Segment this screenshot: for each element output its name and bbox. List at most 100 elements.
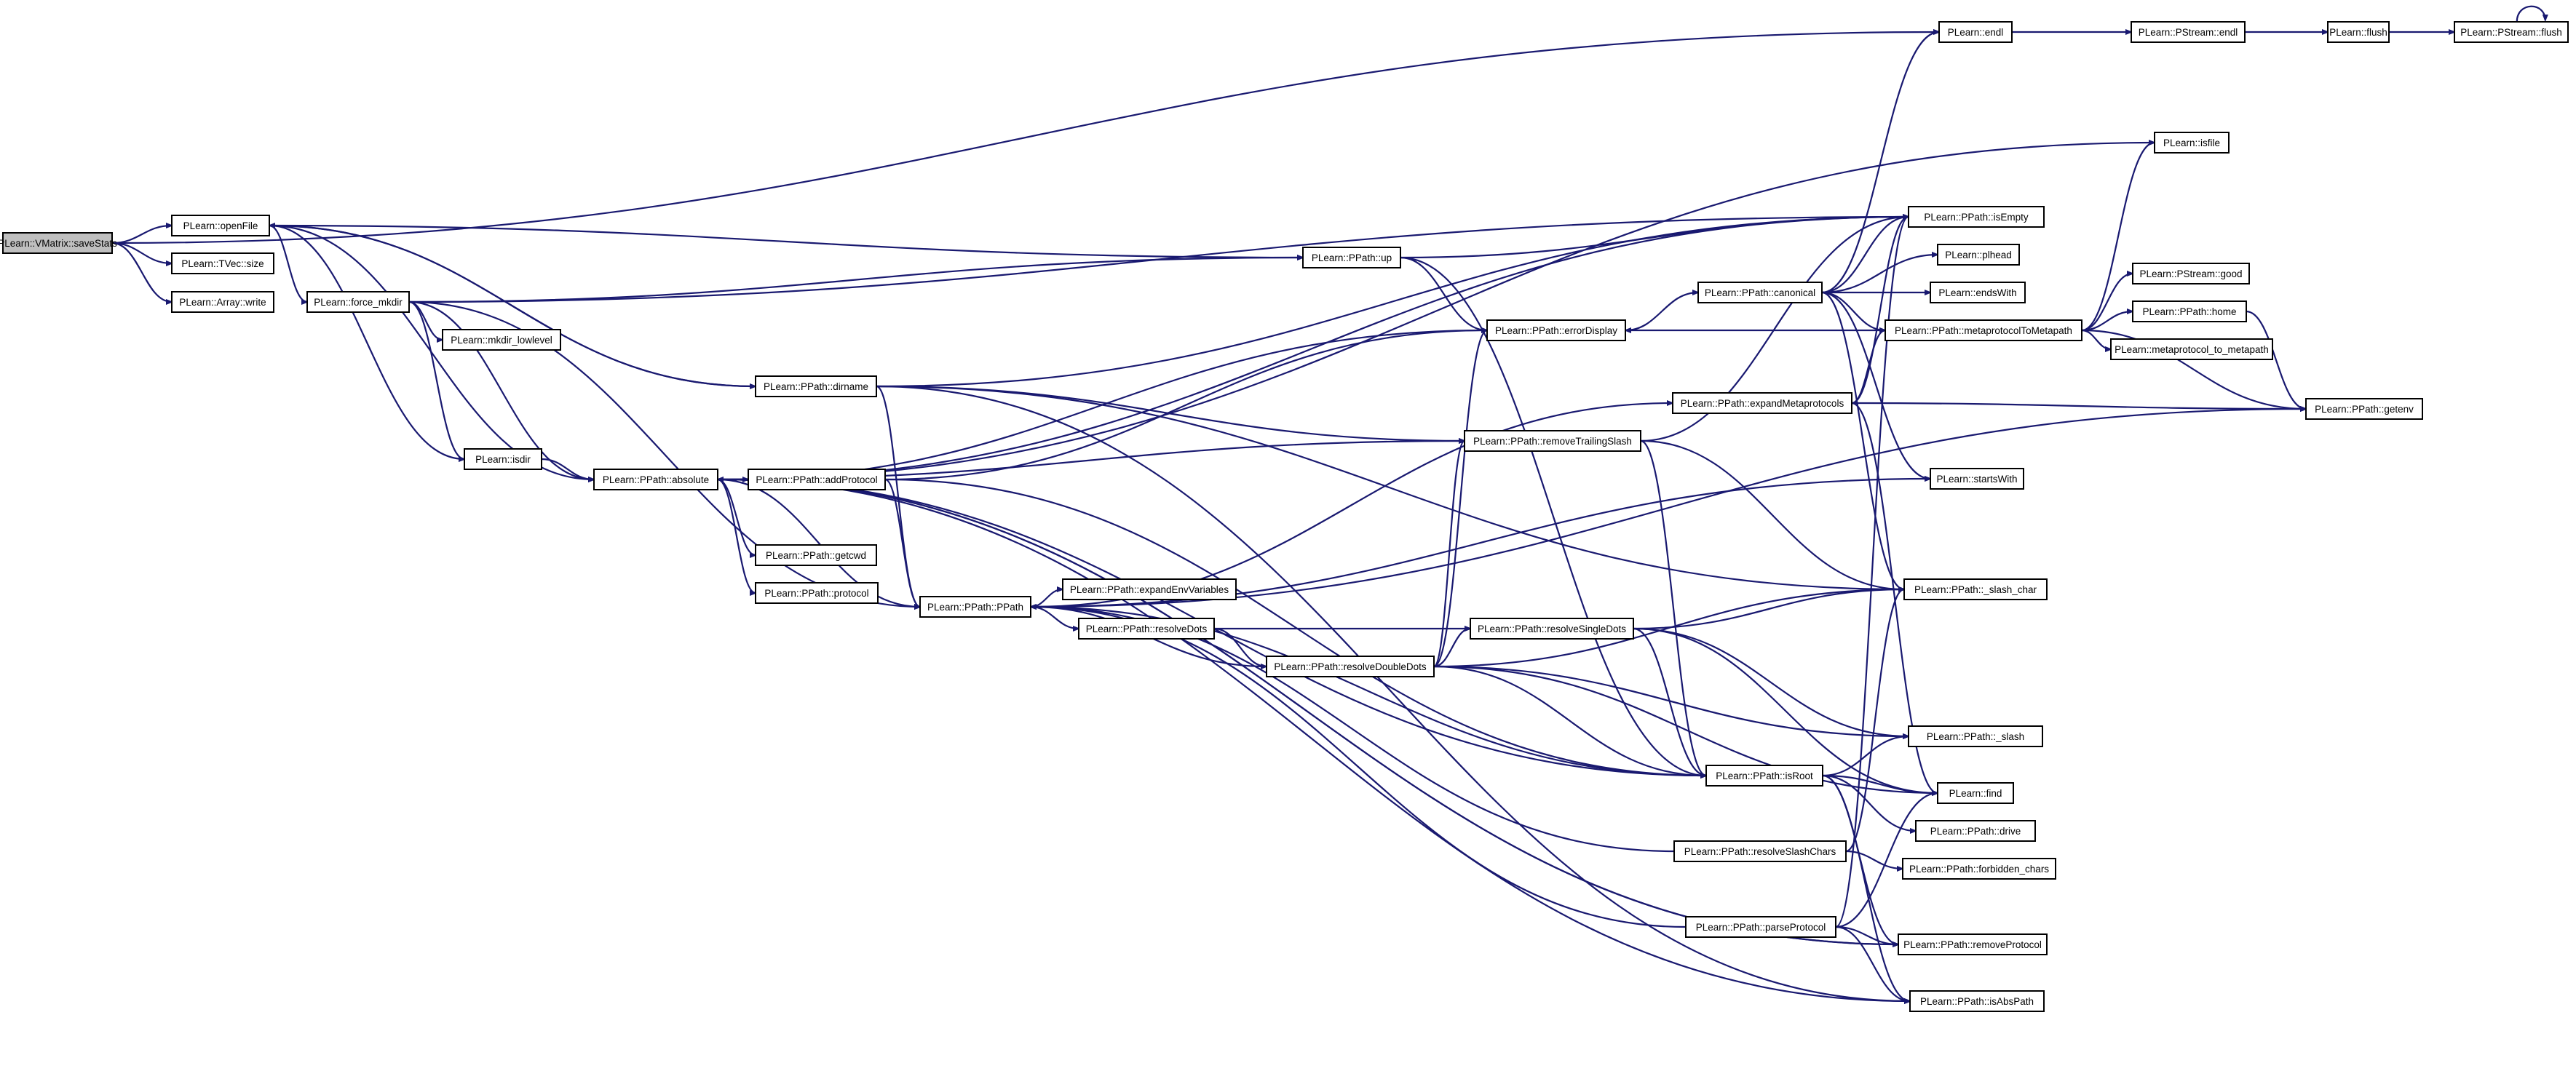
node-pstreamFlush[interactable]: PLearn::PStream::flush [2454,21,2569,43]
node-mkdirLowlevel[interactable]: PLearn::mkdir_lowlevel [442,329,561,351]
node-forceMkdir[interactable]: PLearn::force_mkdir [306,291,410,313]
node-ppath[interactable]: PLearn::PPath::PPath [919,596,1031,618]
node-box [1885,319,2082,341]
node-label: PLearn::PPath::expandMetaprotocols [1681,398,1844,409]
edge-resolveDoubleDots-to-resolveSingleDots [1433,629,1470,668]
node-openFile[interactable]: PLearn::openFile [171,215,270,236]
node-resolveSingleDots[interactable]: PLearn::PPath::resolveSingleDots [1470,618,1634,640]
edge-canonical-to-slashChar [1821,291,1904,589]
node-canonical[interactable]: PLearn::PPath::canonical [1697,282,1823,303]
edge-canonical-to-endl [1821,32,1939,294]
node-box [755,544,877,566]
node-box [2327,21,2390,43]
node-resolveDoubleDots[interactable]: PLearn::PPath::resolveDoubleDots [1266,656,1435,677]
node-drive[interactable]: PLearn::PPath::drive [1915,820,2036,842]
node-label: PLearn::PPath::home [2142,306,2236,317]
node-box [171,252,274,274]
edge-parseProtocol-to-isAbsPath [1835,925,1910,1001]
edge-resolveDoubleDots-to-slash [1433,665,1909,736]
edge-parseProtocol-to-find [1835,793,1938,928]
node-errorDisplay[interactable]: PLearn::PPath::errorDisplay [1486,319,1626,341]
node-removeProtocol[interactable]: PLearn::PPath::removeProtocol [1898,933,2048,955]
node-box [1903,578,2048,600]
node-dirname[interactable]: PLearn::PPath::dirname [755,375,877,397]
node-box [2305,398,2423,420]
node-endsWith[interactable]: PLearn::endsWith [1930,282,2026,303]
edge-removeTrailingSlash-to-isRoot [1640,439,1706,776]
edge-up-to-isEmpty [1400,217,1909,259]
edge-dirname-to-slashChar [876,385,1904,589]
edge-home-to-getenv [2246,310,2306,409]
node-expandMetaprotocols[interactable]: PLearn::PPath::expandMetaprotocols [1672,392,1852,414]
node-box [464,448,542,470]
node-addProtocol[interactable]: PLearn::PPath::addProtocol [748,469,886,490]
node-isAbsPath[interactable]: PLearn::PPath::isAbsPath [1909,990,2045,1012]
node-box [1930,468,2024,490]
node-find[interactable]: PLearn::find [1937,782,2014,804]
node-label: PLearn::PPath::PPath [927,602,1023,613]
node-pstreamEndl[interactable]: PLearn::PStream::endl [2131,21,2246,43]
node-label: PLearn::PPath::isAbsPath [1920,996,2034,1007]
node-forbiddenChars[interactable]: PLearn::PPath::forbidden_chars [1902,858,2056,880]
node-protocol[interactable]: PLearn::PPath::protocol [755,582,879,604]
node-box [755,375,877,397]
edge-addProtocol-to-ppath [884,478,920,607]
node-box [1908,725,2043,747]
node-slashChar[interactable]: PLearn::PPath::_slash_char [1903,578,2048,600]
node-absolute[interactable]: PLearn::PPath::absolute [593,469,718,490]
node-isdir[interactable]: PLearn::isdir [464,448,542,470]
node-box [1705,765,1823,787]
node-isfile[interactable]: PLearn::isfile [2154,132,2230,154]
edge-isdir-to-absolute [541,458,594,479]
node-metaprotocolToMetapath[interactable]: PLearn::PPath::metaprotocolToMetapath [1885,319,2082,341]
edge-errorDisplay-to-canonical [1625,292,1698,332]
node-label: PLearn::PPath::getenv [2315,404,2414,415]
node-box [1937,244,2020,266]
node-isRoot[interactable]: PLearn::PPath::isRoot [1705,765,1823,787]
node-getcwd[interactable]: PLearn::PPath::getcwd [755,544,877,566]
node-parseProtocol[interactable]: PLearn::PPath::parseProtocol [1685,916,1836,938]
node-isEmpty[interactable]: PLearn::PPath::isEmpty [1908,206,2045,228]
node-box [1685,916,1836,938]
edge-canonical-to-startsWith [1821,291,1930,479]
node-arrayWrite[interactable]: PLearn::Array::write [171,291,274,313]
node-box [442,329,561,351]
node-box [1266,656,1435,677]
node-box [2,232,113,254]
node-label: PLearn::PPath::errorDisplay [1495,325,1617,336]
node-removeTrailingSlash[interactable]: PLearn::PPath::removeTrailingSlash [1464,430,1641,452]
node-box [1930,282,2026,303]
node-slash[interactable]: PLearn::PPath::_slash [1908,725,2043,747]
edge-up-to-isRoot [1400,256,1706,776]
node-home[interactable]: PLearn::PPath::home [2132,300,2247,322]
edge-metaprotocolToMetapath-to-getenv [2081,329,2306,409]
edge-absolute-to-protocol [717,478,756,593]
edge-absolute-to-getcwd [717,478,756,555]
node-endl[interactable]: PLearn::endl [1938,21,2013,43]
node-up[interactable]: PLearn::PPath::up [1302,247,1401,268]
node-saveStats[interactable]: PLearn::VMatrix::saveStats [0,232,117,254]
node-getenv[interactable]: PLearn::PPath::getenv [2305,398,2423,420]
node-box [1908,206,2045,228]
node-resolveDots[interactable]: PLearn::PPath::resolveDots [1078,618,1215,640]
node-label: PLearn::isdir [475,454,531,465]
node-startsWith[interactable]: PLearn::startsWith [1930,468,2024,490]
node-pstreamGood[interactable]: PLearn::PStream::good [2132,263,2250,284]
node-box [1915,820,2036,842]
node-metaprotocolToMetapathLower[interactable]: PLearn::metaprotocol_to_metapath [2110,338,2273,360]
edge-parseProtocol-to-ppath [1031,607,1687,928]
node-label: PLearn::VMatrix::saveStats [0,238,117,249]
node-box [1697,282,1823,303]
node-label: PLearn::PStream::flush [2460,27,2562,38]
node-tvecSize[interactable]: PLearn::TVec::size [171,252,274,274]
node-plhead[interactable]: PLearn::plhead [1937,244,2020,266]
edge-isRoot-to-slash [1822,736,1909,777]
node-box [593,469,718,490]
edge-canonical-to-plhead [1821,255,1938,294]
node-label: PLearn::openFile [183,220,258,231]
node-flush[interactable]: PLearn::flush [2327,21,2390,43]
node-resolveSlashChars[interactable]: PLearn::PPath::resolveSlashChars [1673,840,1847,862]
node-box [2132,300,2247,322]
node-expandEnvVariables[interactable]: PLearn::PPath::expandEnvVariables [1062,578,1237,600]
node-label: PLearn::PPath::dirname [764,381,868,392]
